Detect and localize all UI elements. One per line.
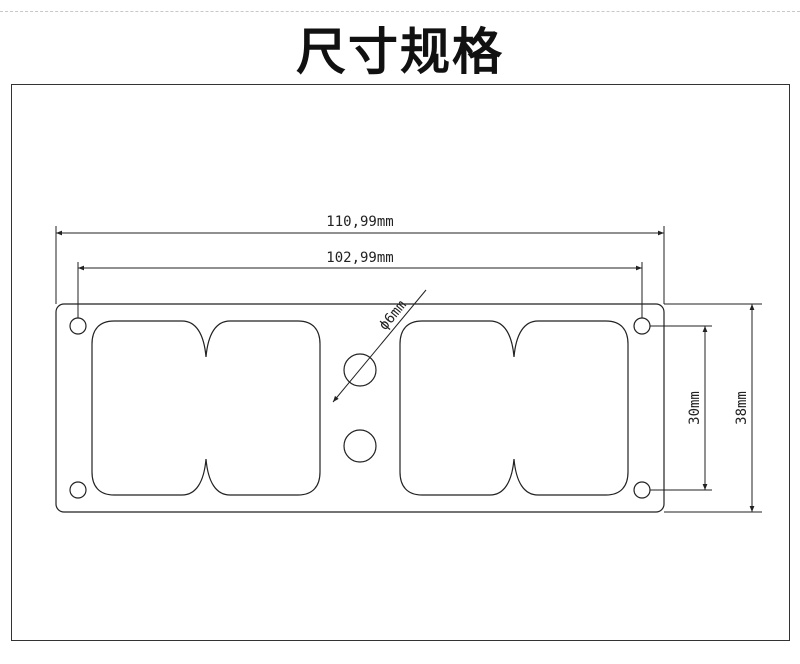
diameter-leader-line <box>332 289 427 403</box>
socket-cutout-left <box>91 320 321 496</box>
label-overall-width: 110,99mm <box>326 214 393 230</box>
socket-cutout-right <box>399 320 629 496</box>
center-hole-bottom <box>343 429 377 463</box>
mounting-hole-top-right <box>633 317 651 335</box>
center-hole-top <box>343 353 377 387</box>
mounting-hole-top-left <box>69 317 87 335</box>
mounting-hole-bottom-right <box>633 481 651 499</box>
page-title: 尺寸规格 <box>296 22 504 81</box>
mounting-hole-bottom-left <box>69 481 87 499</box>
plate-outline <box>55 303 665 513</box>
label-overall-height: 38mm <box>734 391 750 425</box>
top-dashed-rule <box>0 11 800 12</box>
drawing-frame <box>11 84 790 641</box>
label-hole-spacing-width: 102,99mm <box>326 250 393 266</box>
label-hole-spacing-height: 30mm <box>687 391 703 425</box>
